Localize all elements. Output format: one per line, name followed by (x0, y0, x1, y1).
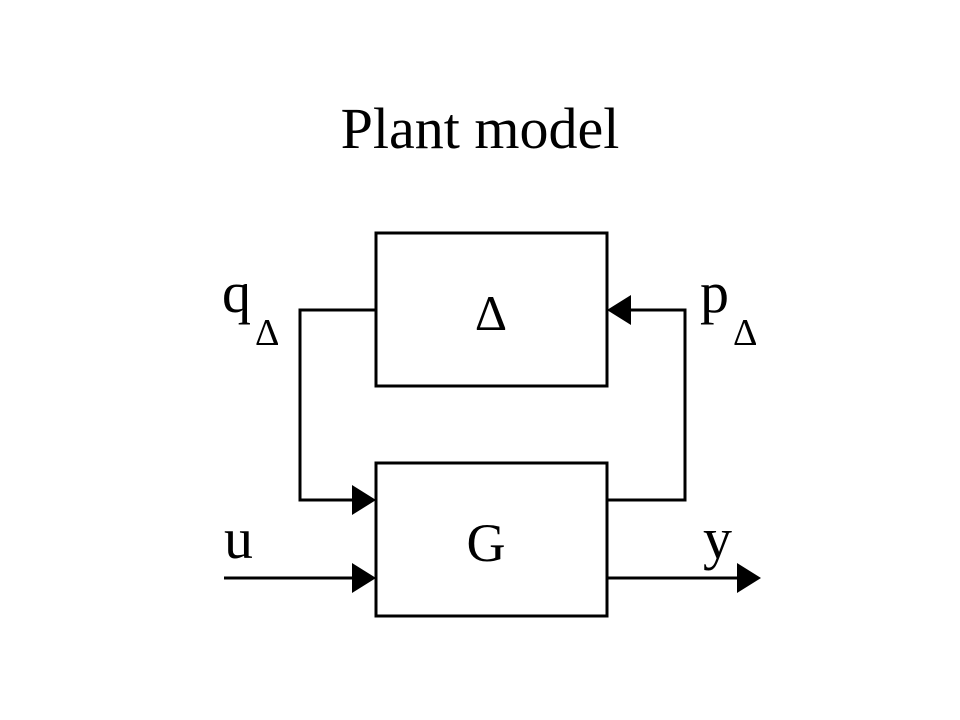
q-delta-signal-line (298, 308, 376, 502)
g-block (374, 461, 609, 618)
p-delta-label: p Δ (700, 260, 757, 354)
u-input-arrowhead (352, 563, 376, 593)
q-delta-label: q Δ (222, 260, 279, 354)
y-label: y (703, 506, 732, 571)
delta-block-label: Δ (475, 285, 507, 341)
p-delta-label-subscript: Δ (733, 312, 757, 354)
g-block-label: G (467, 513, 506, 573)
q-delta-arrowhead (352, 485, 376, 515)
q-delta-label-base: q (222, 260, 251, 325)
p-delta-signal-line (607, 308, 687, 502)
y-output-arrowhead (737, 563, 761, 593)
p-delta-label-base: p (700, 260, 729, 325)
u-label: u (224, 506, 253, 571)
p-delta-arrowhead (607, 295, 631, 325)
q-delta-label-subscript: Δ (255, 312, 279, 354)
diagram-title: Plant model (341, 96, 620, 161)
